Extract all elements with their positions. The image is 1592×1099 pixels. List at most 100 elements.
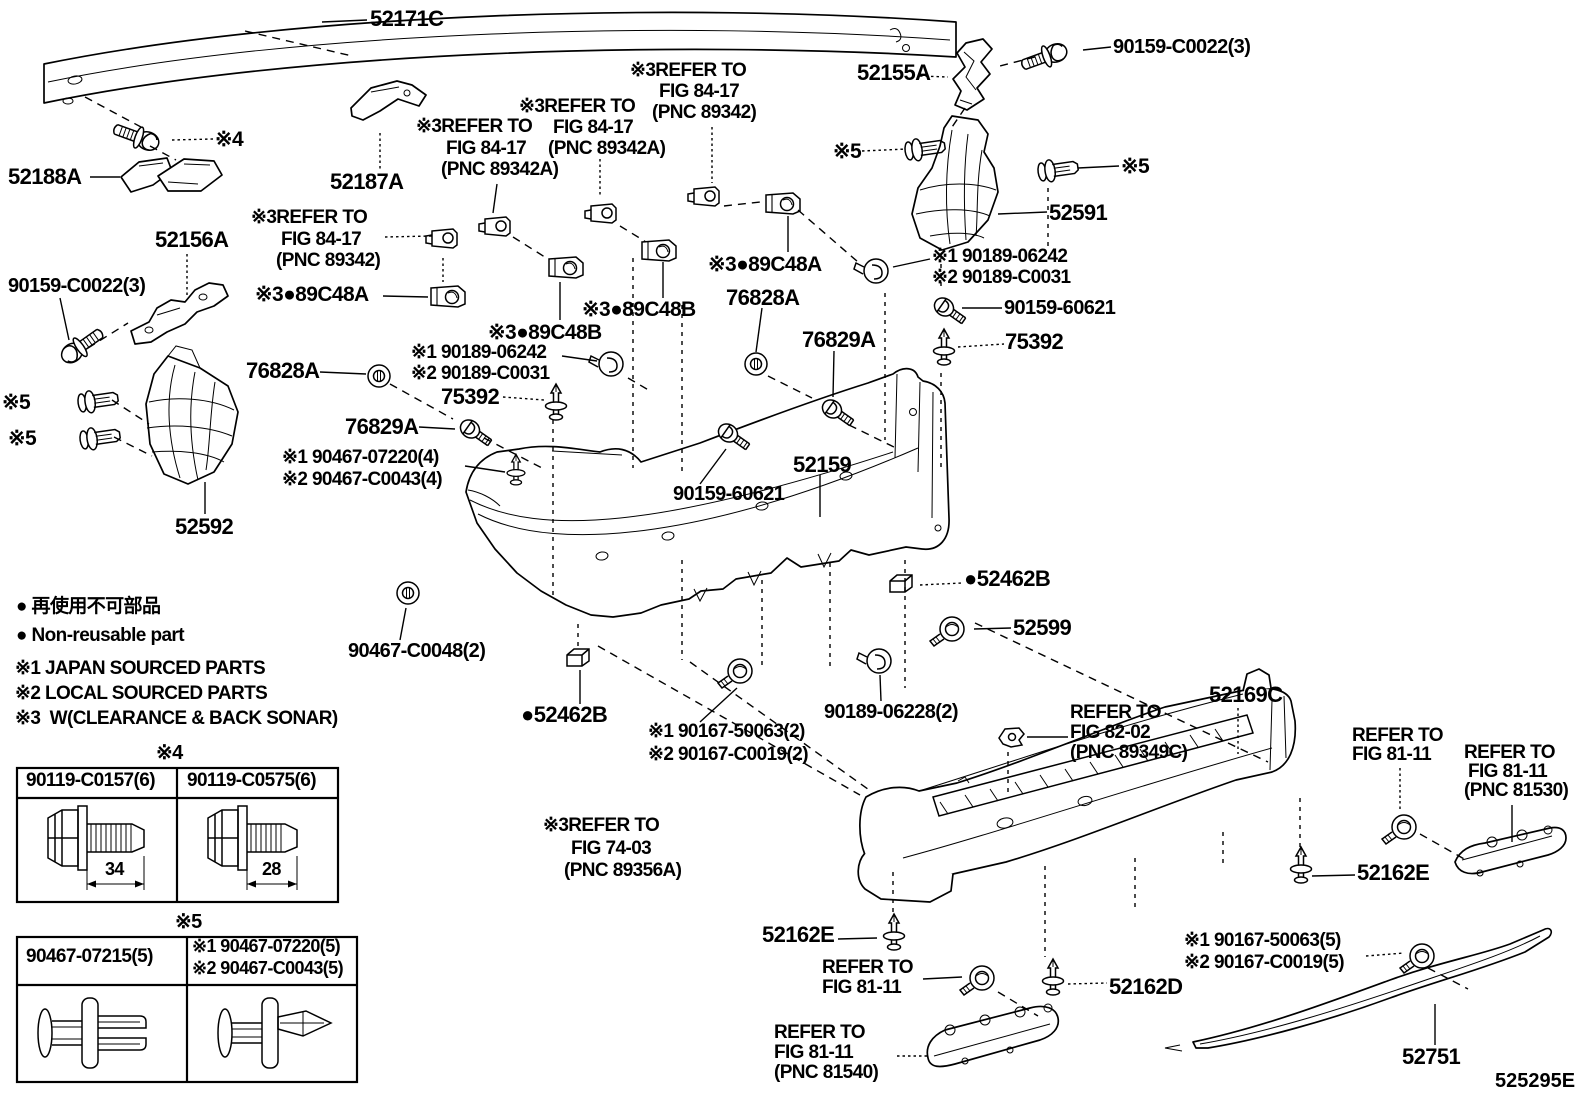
label-90159-60621-right: 90159-60621 [1004,297,1116,319]
note-90189-C0031-left: ※2 90189-C0031 [411,363,550,384]
refer-81530-3: (PNC 81530) [1464,780,1569,801]
clip-75392-right [932,328,956,366]
table4-bolt-drawing-left [47,805,145,890]
mark-5-c: ※5 [2,391,31,414]
note-90167-50063-2: ※1 90167-50063(2) [648,721,805,742]
reflector-right [1454,825,1567,877]
label-52599: 52599 [1013,615,1072,640]
clip-52162E-left [882,913,906,951]
note-89C48B-left: ※3●89C48B [488,321,602,344]
refer-84-17-a1: ※3REFER TO [630,60,747,81]
bolt-90159-C0022-top [1017,38,1071,77]
label-90159-C0022-top: 90159-C0022(3) [1113,36,1251,58]
refer-81-11-right-2: FIG 81-11 [1352,744,1432,765]
retainer-89C48A-right [765,192,801,215]
label-52159: 52159 [793,452,852,477]
screw-76829A-left [456,415,496,451]
pin-mark5-right-b [1035,155,1081,185]
table4-col2-header: 90119-C0575(6) [187,770,317,791]
table4-title: ※4 [156,742,183,764]
mark-5-b: ※5 [1121,155,1150,178]
refer-81540-2: FIG 81-11 [774,1042,854,1063]
refer-84-17-c2: FIG 84-17 [446,138,527,159]
bracket-52187A [350,80,427,121]
retainer-89C48B-left [548,256,584,279]
label-52187A: 52187A [330,169,404,194]
label-90159-60621-center: 90159-60621 [673,483,785,505]
lower-trim-52751 [1164,927,1553,1052]
clip-75392-left [544,383,568,421]
label-75392-right: 75392 [1005,329,1064,354]
note-90467-C0043: ※2 90467-C0043(4) [282,469,443,490]
refer-84-17-a2: FIG 84-17 [659,81,740,102]
grommet-90189-left [588,351,624,377]
lower-bumper-52169C [857,668,1297,903]
bolt-90159-C0022-left [55,322,109,370]
bracket-52155A [952,38,993,111]
refer-84-17-b1: ※3REFER TO [519,96,636,117]
table4-col1-header: 90119-C0157(6) [26,770,156,791]
bracket-52188A [120,157,223,193]
label-52592: 52592 [175,514,234,539]
refer-84-17-a3: (PNC 89342) [652,102,757,123]
grommet-90467-C0048 [396,581,420,605]
side-pad-52591 [911,115,999,251]
legend-local-sourced: ※2 LOCAL SOURCED PARTS [15,683,268,704]
bumper-cover-52159 [465,367,950,618]
label-52171C: 52171C [370,6,444,31]
label-76829A-left: 76829A [345,414,419,439]
mark-5-a: ※5 [833,140,862,163]
reinforcement-beam-52171C [43,11,957,105]
note-90189-06242-right: ※1 90189-06242 [932,246,1068,267]
refer-84-17-d3: (PNC 89342) [276,250,381,271]
refer-84-17-c1: ※3REFER TO [416,116,533,137]
refer-81-11-mid-1: REFER TO [822,957,914,978]
bracket-52156A [130,282,229,345]
label-76829A-right: 76829A [802,327,876,352]
refer-84-17-b3: (PNC 89342A) [548,138,666,159]
refer-81530-1: REFER TO [1464,742,1556,763]
table5-clip-drawing-right [217,997,333,1069]
size-table-mark5 [15,935,359,1084]
refer-74-03-2: FIG 74-03 [571,838,652,859]
legend-clearance-sonar: ※3 W(CLEARANCE & BACK SONAR) [15,708,338,729]
size-table-mark4 [15,766,340,904]
note-90167-C0019-5: ※2 90167-C0019(5) [1184,952,1345,973]
refer-74-03-1: ※3REFER TO [543,815,660,836]
note-90189-C0031-right: ※2 90189-C0031 [932,267,1071,288]
table5-clip-drawing-left [37,997,147,1069]
table4-col1-dim: 34 [105,859,124,879]
label-52162D: 52162D [1109,974,1183,999]
table5-col2-header-1: ※1 90467-07220(5) [192,936,341,956]
grommet-76828A-right [744,352,768,376]
label-75392-left: 75392 [441,384,500,409]
refer-84-17-d1: ※3REFER TO [251,207,368,228]
label-90467-C0048: 90467-C0048(2) [348,640,486,662]
refer-84-17-d2: FIG 84-17 [281,229,362,250]
note-90467-07220: ※1 90467-07220(4) [282,447,439,468]
refer-82-02-1: REFER TO [1070,702,1162,723]
table4-bolt-drawing-right [207,805,298,890]
label-52462B-center: ●52462B [521,702,608,727]
screw-fig81-11-right [1381,814,1417,845]
label-76828A-left: 76828A [246,358,320,383]
note-89C48B-mid: ※3●89C48B [582,298,696,321]
refer-84-17-c3: (PNC 89342A) [441,159,559,180]
label-52462B-right: ●52462B [964,566,1051,591]
legend-nonreusable-en: ● Non-reusable part [16,625,185,646]
label-52188A: 52188A [8,164,82,189]
label-52155A: 52155A [857,60,931,85]
clip-52162E-right [1289,846,1313,884]
retainer-89C48A-left [430,285,466,308]
block-52462B-right [889,574,913,593]
figure-code: 525295E [1495,1070,1576,1092]
refer-81-11-mid-2: FIG 81-11 [822,977,902,998]
legend-nonreusable-jp: ● 再使用不可部品 [16,596,161,617]
refer-81540-1: REFER TO [774,1022,866,1043]
table5-col1-header: 90467-07215(5) [26,946,153,967]
clip-52162D [1041,958,1065,996]
label-52169C: 52169C [1209,682,1283,707]
label-52156A: 52156A [155,227,229,252]
label-90159-C0022-left: 90159-C0022(3) [8,275,146,297]
grommet-76828A-left [367,364,391,388]
